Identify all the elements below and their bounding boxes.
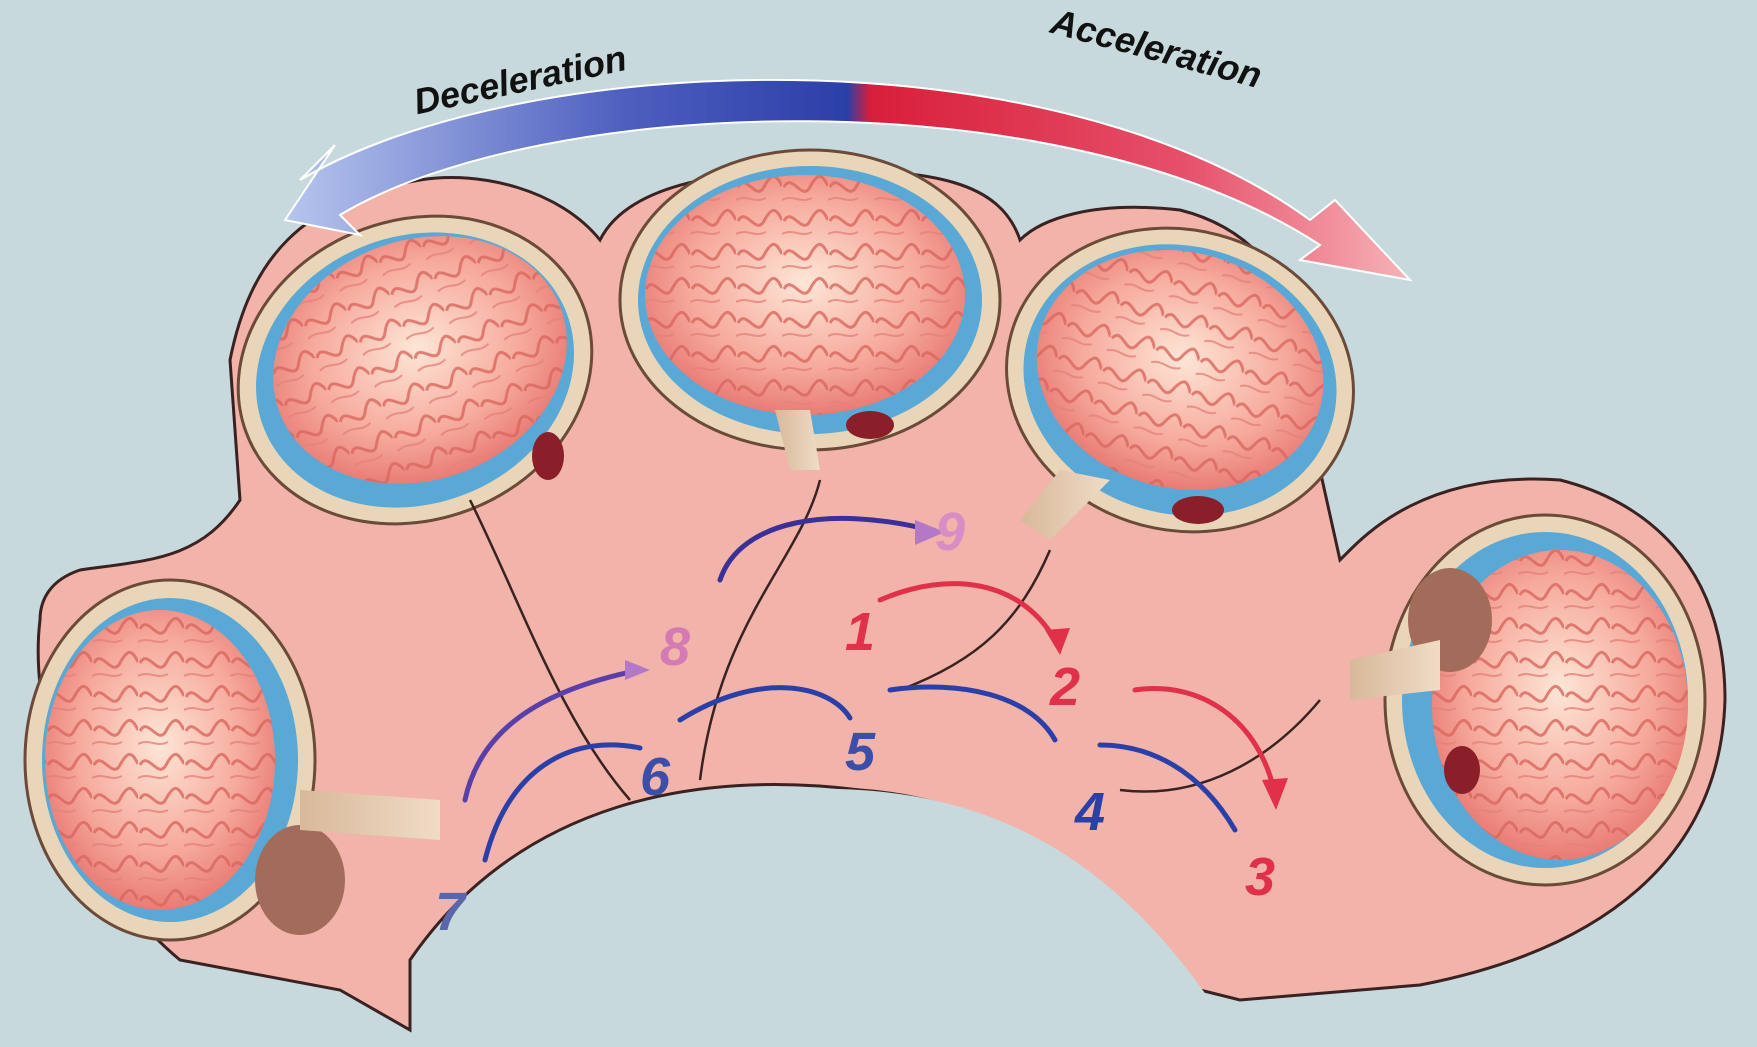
step-4: 4 — [1074, 782, 1105, 842]
step-9: 9 — [935, 502, 965, 562]
step-1: 1 — [845, 602, 875, 662]
step-6: 6 — [640, 747, 671, 807]
step-3: 3 — [1245, 847, 1275, 907]
step-8: 8 — [660, 617, 690, 677]
step-7: 7 — [435, 882, 468, 942]
step-5: 5 — [845, 722, 876, 782]
step-2: 2 — [1049, 657, 1080, 717]
acceleration-label: Acceleration — [1046, 0, 1266, 96]
